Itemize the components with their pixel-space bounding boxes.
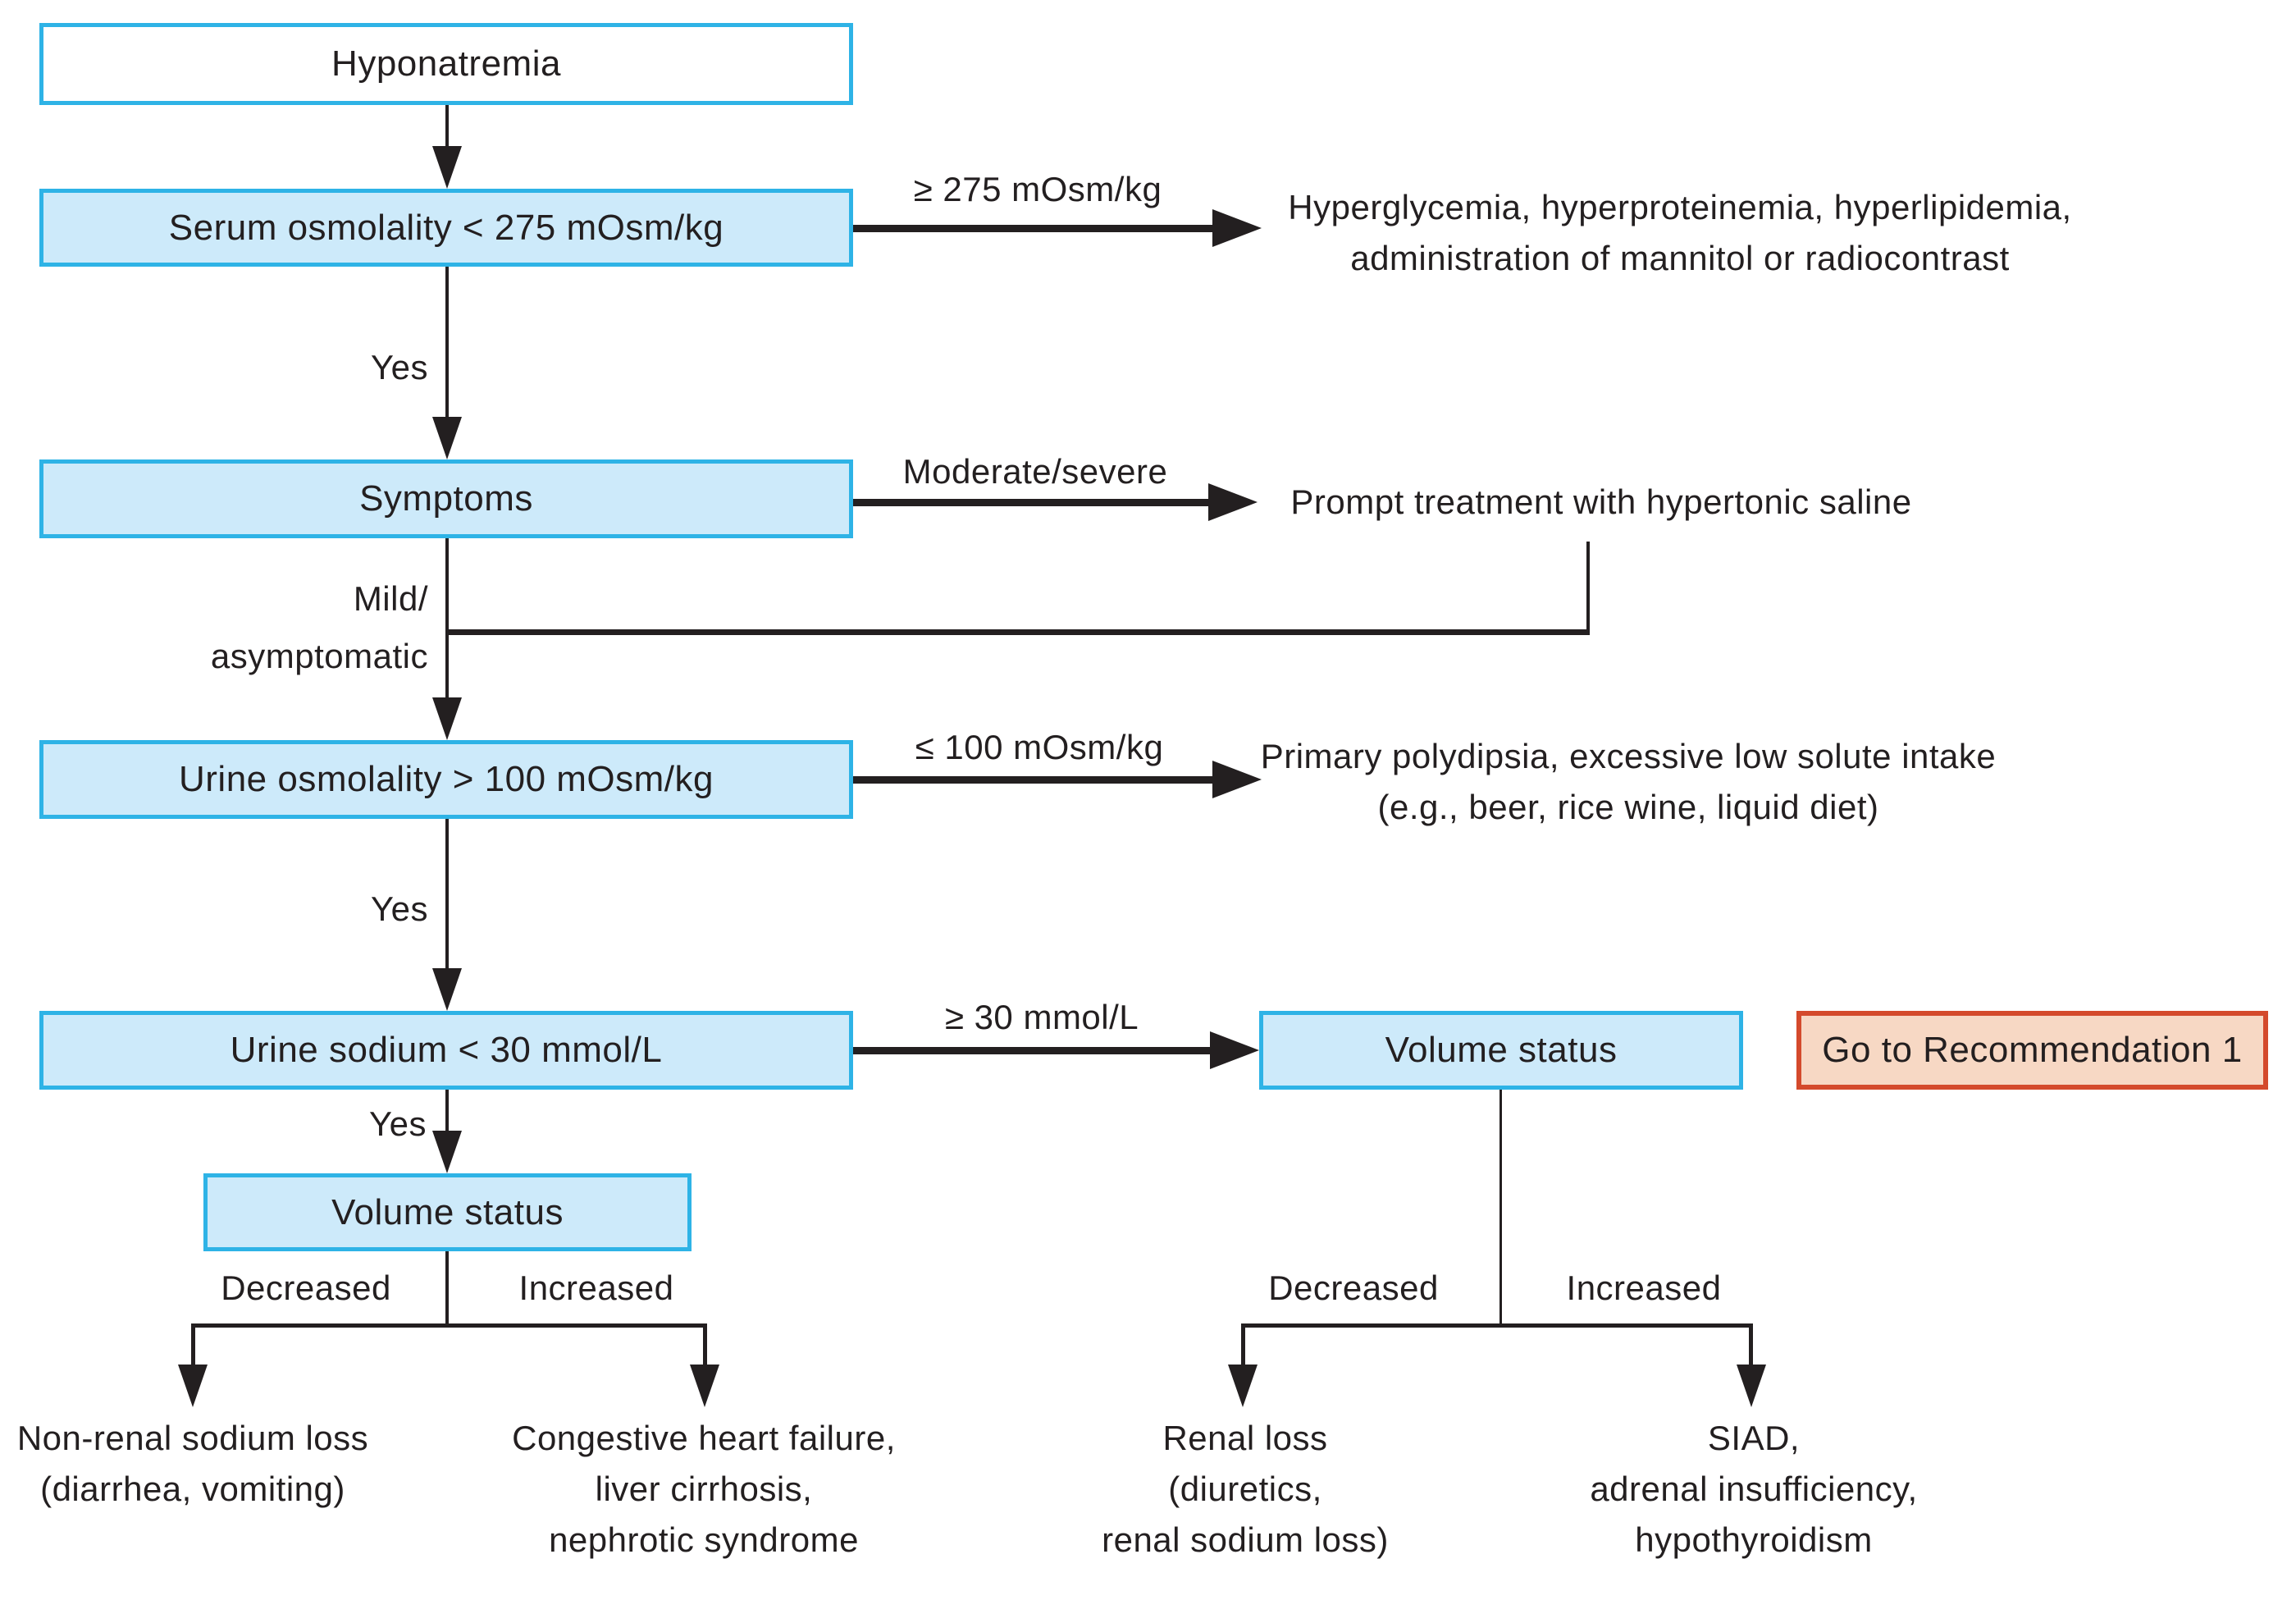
node-go-to-recommendation-1: Go to Recommendation 1 bbox=[1796, 1011, 2268, 1090]
connector-decreased-right-stub bbox=[1241, 1323, 1245, 1366]
arrowhead-down-icon bbox=[432, 968, 462, 1011]
outcome-line: administration of mannitol or radiocontr… bbox=[1350, 239, 2010, 277]
outcome-line: Primary polydipsia, excessive low solute… bbox=[1260, 737, 1997, 775]
label-increased-left: Increased bbox=[518, 1269, 674, 1307]
connector-urine-sodium-volume-status-right bbox=[853, 1047, 1212, 1054]
node-symptoms: Symptoms bbox=[39, 459, 853, 538]
node-urine-sodium: Urine sodium < 30 mmol/L bbox=[39, 1011, 853, 1090]
connector-increased-left-stub bbox=[703, 1323, 707, 1366]
label-decreased-right: Decreased bbox=[1268, 1269, 1439, 1307]
connector-serum-hyperosmolar bbox=[853, 225, 1214, 232]
connector-prompt-treatment-elbow-vertical bbox=[1586, 542, 1590, 635]
connector-urine-osmolality-urine-sodium bbox=[445, 819, 449, 973]
outcome-line: (diarrhea, vomiting) bbox=[40, 1470, 345, 1508]
arrowhead-right-icon bbox=[1208, 483, 1258, 521]
label-mild-line2: asymptomatic bbox=[210, 637, 428, 675]
node-hyponatremia: Hyponatremia bbox=[39, 23, 853, 105]
connector-increased-right-stub bbox=[1749, 1323, 1753, 1366]
connector-urine-osmolality-polydipsia bbox=[853, 776, 1214, 784]
arrowhead-right-icon bbox=[1210, 1031, 1259, 1069]
outcome-line: (e.g., beer, rice wine, liquid diet) bbox=[1377, 788, 1879, 826]
connector-volume-status-right-branch bbox=[1241, 1323, 1753, 1328]
outcome-line: adrenal insufficiency, bbox=[1590, 1470, 1918, 1508]
connector-symptoms-prompt-treatment bbox=[853, 499, 1210, 506]
arrowhead-down-icon bbox=[432, 417, 462, 459]
node-volume-status-left: Volume status bbox=[203, 1173, 692, 1251]
connector-urine-sodium-volume-status bbox=[445, 1090, 449, 1134]
outcome-line: (diuretics, bbox=[1168, 1470, 1322, 1508]
outcome-line: nephrotic syndrome bbox=[549, 1520, 859, 1559]
node-urine-osmolality: Urine osmolality > 100 mOsm/kg bbox=[39, 740, 853, 819]
arrowhead-right-icon bbox=[1212, 761, 1262, 798]
arrowhead-down-icon bbox=[1228, 1365, 1258, 1407]
outcome-chf: Congestive heart failure, liver cirrhosi… bbox=[512, 1413, 896, 1566]
node-serum-osmolality: Serum osmolality < 275 mOsm/kg bbox=[39, 189, 853, 267]
outcome-line: liver cirrhosis, bbox=[595, 1470, 813, 1508]
outcome-polydipsia: Primary polydipsia, excessive low solute… bbox=[1261, 731, 1997, 833]
arrowhead-right-icon bbox=[1212, 209, 1262, 247]
outcome-line: hypothyroidism bbox=[1635, 1520, 1873, 1559]
outcome-line: SIAD, bbox=[1707, 1419, 1801, 1457]
connector-volume-status-right-stem bbox=[1499, 1090, 1502, 1327]
label-decreased-left: Decreased bbox=[221, 1269, 391, 1307]
arrowhead-down-icon bbox=[178, 1365, 208, 1407]
label-yes-2: Yes bbox=[370, 889, 428, 928]
label-increased-right: Increased bbox=[1566, 1269, 1722, 1307]
label-geq-275: ≥ 275 mOsm/kg bbox=[913, 170, 1162, 208]
connector-serum-symptoms bbox=[445, 267, 449, 420]
outcome-line: Non-renal sodium loss bbox=[16, 1419, 369, 1457]
arrowhead-down-icon bbox=[432, 1131, 462, 1173]
outcome-siad: SIAD, adrenal insufficiency, hypothyroid… bbox=[1590, 1413, 1917, 1566]
arrowhead-down-icon bbox=[432, 697, 462, 740]
label-yes-3: Yes bbox=[368, 1104, 427, 1143]
outcome-line: Prompt treatment with hypertonic saline bbox=[1290, 482, 1912, 521]
label-mild-line1: Mild/ bbox=[353, 579, 428, 618]
outcome-line: renal sodium loss) bbox=[1102, 1520, 1389, 1559]
label-geq-30: ≥ 30 mmol/L bbox=[944, 998, 1139, 1036]
node-volume-status-right: Volume status bbox=[1259, 1011, 1743, 1090]
connector-hyponatremia-serum bbox=[445, 105, 449, 151]
arrowhead-down-icon bbox=[432, 146, 462, 189]
outcome-prompt-treatment: Prompt treatment with hypertonic saline bbox=[1290, 477, 1911, 528]
label-moderate-severe: Moderate/severe bbox=[902, 452, 1168, 491]
outcome-renal-loss: Renal loss (diuretics, renal sodium loss… bbox=[1102, 1413, 1389, 1566]
connector-volume-status-left-branch bbox=[191, 1323, 707, 1328]
connector-symptoms-urine-osmolality bbox=[445, 538, 449, 703]
outcome-line: Renal loss bbox=[1162, 1419, 1328, 1457]
arrowhead-down-icon bbox=[690, 1365, 719, 1407]
connector-decreased-left-stub bbox=[191, 1323, 195, 1366]
outcome-line: Congestive heart failure, bbox=[512, 1419, 896, 1457]
outcome-non-renal-loss: Non-renal sodium loss (diarrhea, vomitin… bbox=[17, 1413, 368, 1515]
connector-volume-status-left-stem bbox=[445, 1251, 449, 1327]
outcome-line: Hyperglycemia, hyperproteinemia, hyperli… bbox=[1288, 188, 2072, 226]
label-leq-100: ≤ 100 mOsm/kg bbox=[915, 728, 1164, 766]
arrowhead-down-icon bbox=[1737, 1365, 1766, 1407]
connector-prompt-treatment-elbow-horizontal bbox=[445, 629, 1590, 635]
label-yes-1: Yes bbox=[370, 348, 428, 386]
outcome-hyperosmolar: Hyperglycemia, hyperproteinemia, hyperli… bbox=[1288, 182, 2071, 284]
